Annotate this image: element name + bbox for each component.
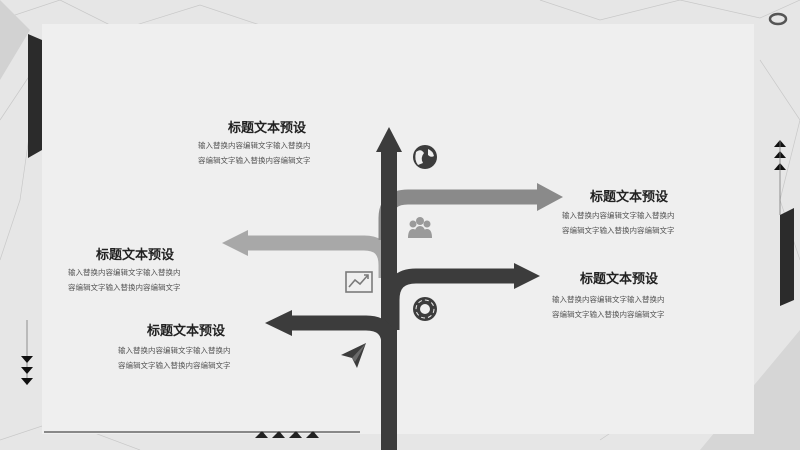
arrow-up — [376, 127, 402, 152]
chart-trend-icon — [345, 271, 373, 293]
body-line: 输入替换内容编辑文字输入替换内 — [552, 295, 665, 304]
arrow-left-upper — [222, 230, 248, 256]
block-title: 标题文本预设 — [96, 248, 175, 263]
block-title: 标题文本预设 — [580, 272, 659, 287]
block-title: 标题文本预设 — [590, 190, 669, 205]
lifebuoy-icon — [413, 297, 437, 321]
body-line: 输入替换内容编辑文字输入替换内 — [118, 346, 231, 355]
paper-plane-icon — [341, 343, 366, 368]
block-body: 输入替换内容编辑文字输入替换内 容编辑文字输入替换内容编辑文字 — [552, 292, 665, 322]
body-line: 容编辑文字输入替换内容编辑文字 — [552, 310, 665, 319]
left-accent-bar — [28, 34, 42, 158]
content-panel — [42, 24, 754, 434]
body-line: 输入替换内容编辑文字输入替换内 — [198, 141, 311, 150]
body-line: 容编辑文字输入替换内容编辑文字 — [118, 361, 231, 370]
arrow-left-lower — [265, 310, 292, 336]
block-body: 输入替换内容编辑文字输入替换内 容编辑文字输入替换内容编辑文字 — [562, 208, 675, 238]
body-line: 输入替换内容编辑文字输入替换内 — [68, 268, 181, 277]
left-triangle-markers — [21, 356, 33, 385]
ring-decoration — [768, 12, 788, 26]
block-body: 输入替换内容编辑文字输入替换内 容编辑文字输入替换内容编辑文字 — [198, 138, 311, 168]
people-icon — [408, 217, 432, 238]
body-line: 输入替换内容编辑文字输入替换内 — [562, 211, 675, 220]
block-body: 输入替换内容编辑文字输入替换内 容编辑文字输入替换内容编辑文字 — [68, 265, 181, 295]
block-title: 标题文本预设 — [228, 121, 307, 136]
right-accent-bar — [780, 208, 794, 306]
block-body: 输入替换内容编辑文字输入替换内 容编辑文字输入替换内容编辑文字 — [118, 343, 231, 373]
arrow-right-upper — [537, 183, 563, 211]
body-line: 容编辑文字输入替换内容编辑文字 — [68, 283, 181, 292]
arrow-right-lower — [514, 263, 540, 289]
globe-icon — [413, 145, 437, 169]
body-line: 容编辑文字输入替换内容编辑文字 — [562, 226, 675, 235]
block-title: 标题文本预设 — [147, 324, 226, 339]
arrow-trunk — [381, 150, 397, 450]
body-line: 容编辑文字输入替换内容编辑文字 — [198, 156, 311, 165]
